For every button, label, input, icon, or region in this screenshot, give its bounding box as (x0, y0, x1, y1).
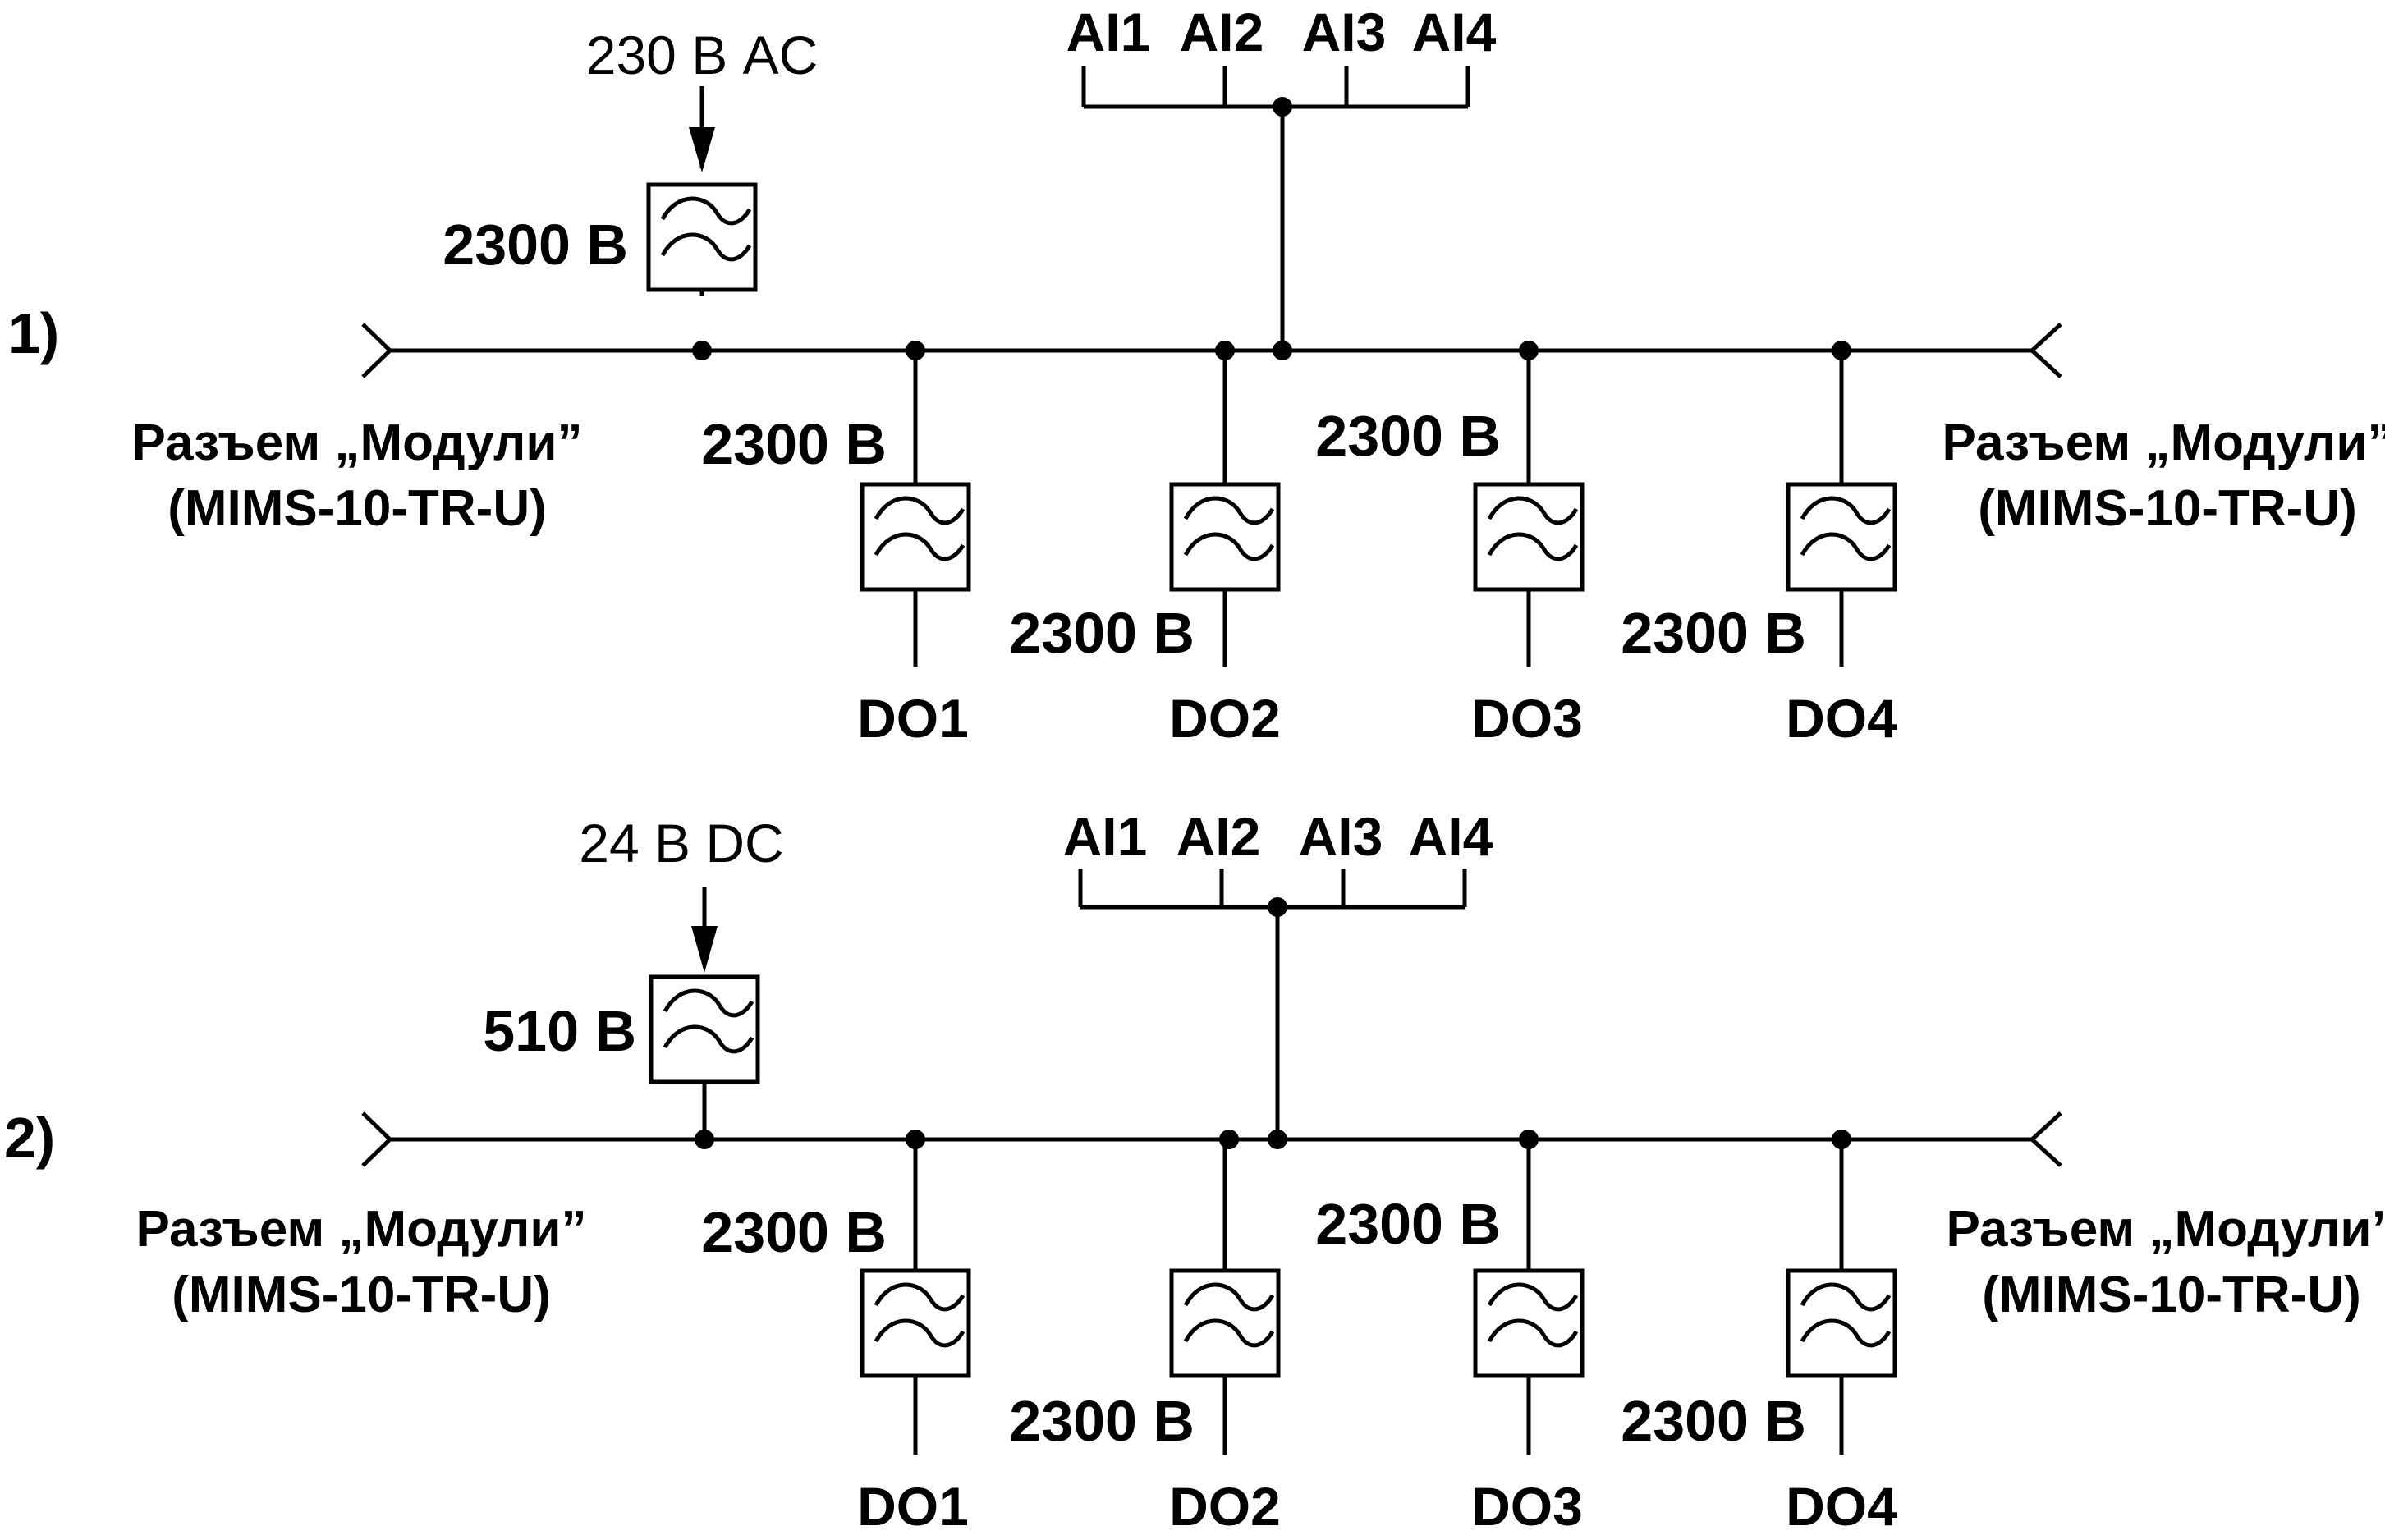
diagram-1: 1) 230 В AC 2300 В Разъем „Модули” (MIMS… (8, 2, 2385, 749)
connector-left-line2: (MIMS-10-TR-U) (167, 480, 547, 537)
output-varistor-4 (1788, 484, 1895, 589)
output-label: DO4 (1786, 1476, 1897, 1537)
supply-varistor (651, 977, 758, 1082)
analog-input-label: AI1 (1066, 2, 1151, 62)
analog-input-label: AI4 (1412, 2, 1497, 62)
output-varistor-label: 2300 В (1621, 601, 1806, 665)
output-varistor-label: 2300 В (1315, 1192, 1501, 1256)
output-label: DO3 (1471, 1476, 1583, 1537)
connector-right-line1: Разъем „Модули” (1942, 415, 2385, 471)
output-varistor-4 (1788, 1271, 1895, 1376)
output-varistor-label: 2300 В (1009, 601, 1195, 665)
output-varistor-1 (862, 1271, 969, 1376)
analog-input-label: AI1 (1063, 806, 1148, 867)
diagram-index-label: 2) (4, 1106, 55, 1170)
connector-left-line1: Разъем „Модули” (136, 1201, 587, 1258)
output-varistor-label: 2300 В (701, 1200, 887, 1264)
output-label: DO2 (1169, 1476, 1281, 1537)
analog-input-label: AI3 (1299, 806, 1383, 867)
connector-right-line2: (MIMS-10-TR-U) (1982, 1267, 2361, 1323)
output-varistor-label: 2300 В (1621, 1389, 1806, 1453)
output-varistor-2 (1172, 484, 1278, 589)
output-varistor-2 (1172, 1271, 1278, 1376)
output-varistor-1 (862, 484, 969, 589)
output-label: DO4 (1786, 688, 1897, 749)
diagram-2: 2) 24 В DC 510 В Разъем „Модули” (MIMS-1… (4, 806, 2385, 1537)
output-varistor-label: 2300 В (1009, 1389, 1195, 1453)
output-label: DO2 (1169, 688, 1281, 749)
analog-input-label: AI2 (1180, 2, 1264, 62)
connector-left-line1: Разъем „Модули” (132, 415, 583, 471)
analog-input-label: AI3 (1302, 2, 1387, 62)
output-varistor-label: 2300 В (701, 412, 887, 476)
output-label: DO3 (1471, 688, 1583, 749)
diagram-index-label: 1) (8, 301, 59, 365)
connector-right-line2: (MIMS-10-TR-U) (1978, 480, 2357, 537)
junction-dots (692, 97, 1851, 360)
output-varistor-3 (1475, 1271, 1582, 1376)
analog-input-label: AI2 (1176, 806, 1261, 867)
supply-label: 230 В AC (586, 25, 819, 85)
output-varistor-3 (1475, 484, 1582, 589)
supply-arrow-icon (689, 127, 715, 172)
junction-dots (695, 897, 1851, 1149)
output-varistor-label: 2300 В (1315, 404, 1501, 468)
connector-left-line2: (MIMS-10-TR-U) (172, 1267, 551, 1323)
supply-varistor-label: 2300 В (443, 213, 628, 277)
analog-input-label: AI4 (1409, 806, 1493, 867)
supply-varistor-label: 510 В (483, 999, 636, 1063)
connector-right-line1: Разъем „Модули” (1947, 1201, 2385, 1258)
supply-arrow-icon (691, 926, 718, 973)
output-label: DO1 (857, 1476, 969, 1537)
output-label: DO1 (857, 688, 969, 749)
supply-varistor (649, 185, 755, 290)
supply-label: 24 В DC (579, 813, 783, 873)
